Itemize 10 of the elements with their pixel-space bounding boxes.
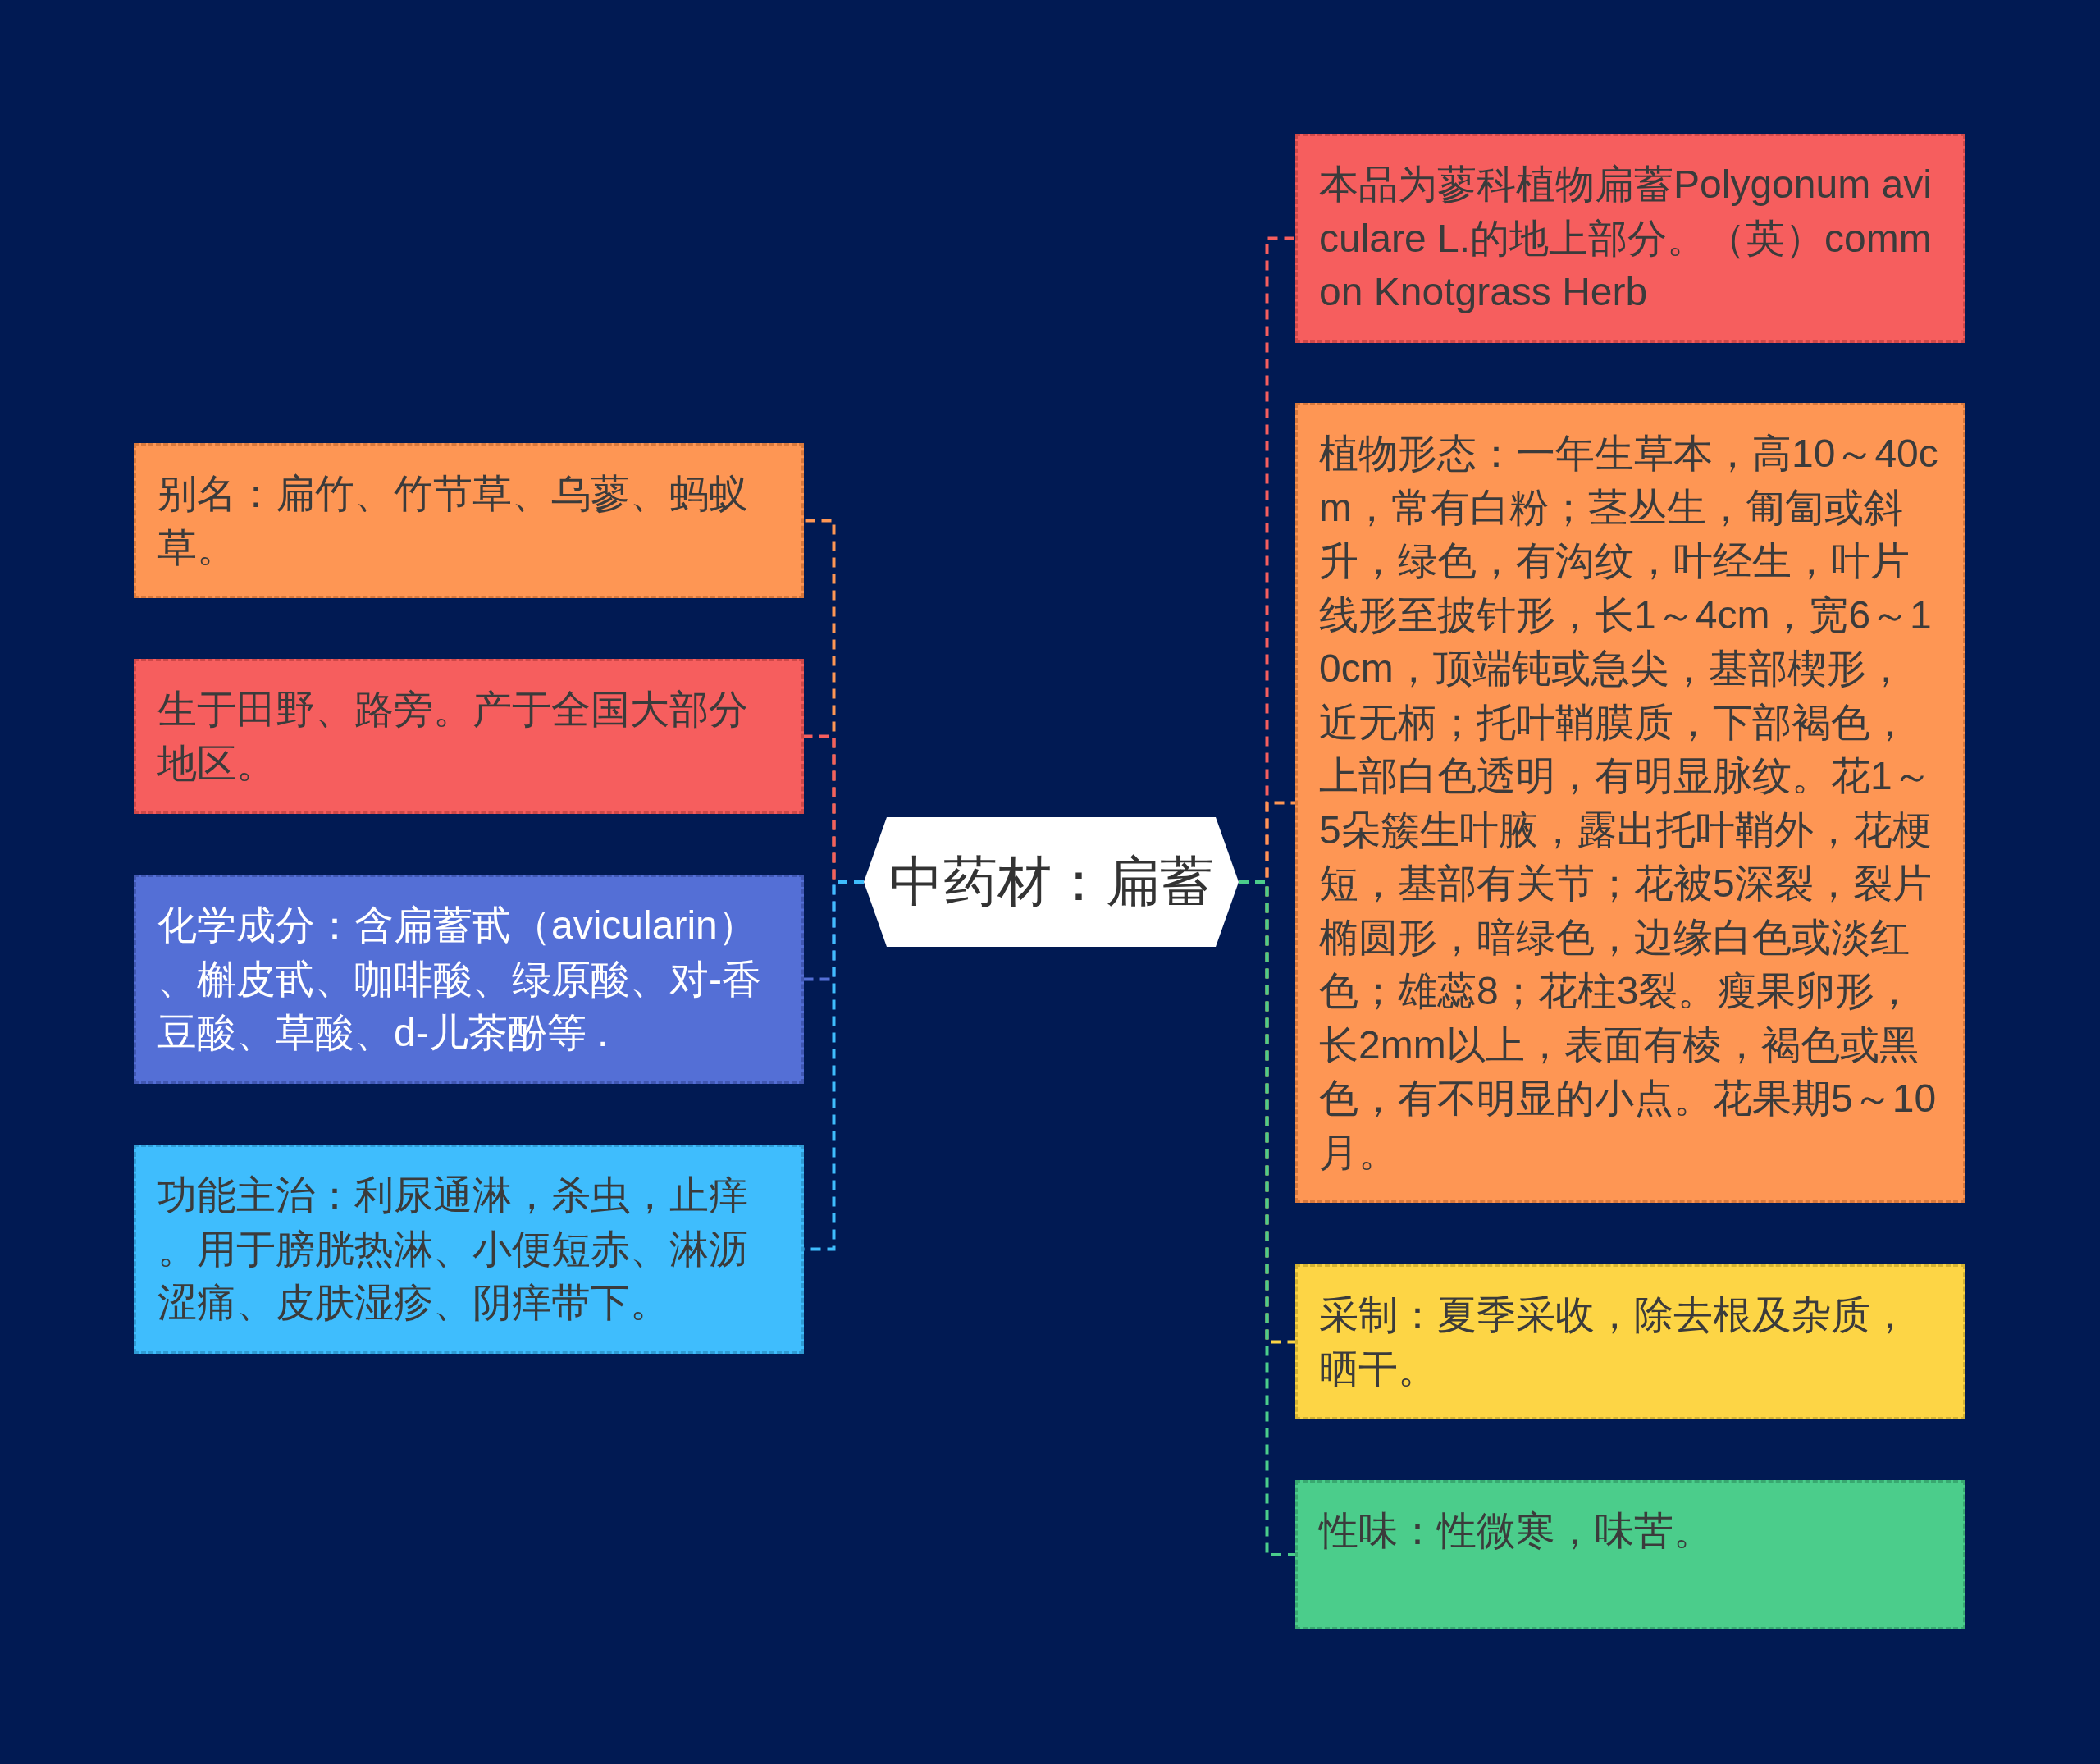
topic-box: 性味：性微寒，味苦。 — [1295, 1480, 1965, 1629]
topic-box: 生于田野、路旁。产于全国大部分地区。 — [134, 659, 804, 814]
topic-box: 化学成分：含扁蓄甙（avicularin）、槲皮甙、咖啡酸、绿原酸、对-香豆酸、草酸、d-儿茶酚等 . — [134, 875, 804, 1084]
topic-box: 采制：夏季采收，除去根及杂质，晒干。 — [1295, 1264, 1965, 1419]
topic-box: 植物形态：一年生草本，高10～40cm，常有白粉；茎丛生，匍匐或斜升，绿色，有沟纹，叶经生，叶片线形至披针形，长1～4cm，宽6～10cm，顶端钝或急尖，基部楔形，近无柄；托叶鞘膜质，下部褐色，上部白色透明，有明显脉纹。花1～5朵簇生叶腋，露出托叶鞘外，花梗短，基部有关节；花被5深裂，裂片椭圆形，暗绿色，边缘白色或淡红色；雄蕊8；花柱3裂。瘦果卵形，长2mm以上，表面有棱，褐色或黑色，有不明显的小点。花果期5～10月。 — [1295, 403, 1965, 1203]
topic-box: 本品为蓼科植物扁蓄Polygonum aviculare L.的地上部分。（英）common Knotgrass Herb — [1295, 134, 1965, 343]
connector-line — [1239, 880, 1295, 1556]
topic-box: 功能主治：利尿通淋，杀虫，止痒。用于膀胱热淋、小便短赤、淋沥涩痛、皮肤湿疹、阴痒带下。 — [134, 1145, 804, 1354]
topic-box: 别名：扁竹、竹节草、乌蓼、蚂蚁草。 — [134, 443, 804, 598]
hexagon-topic: 中药材：扁蓄 — [864, 817, 1239, 947]
